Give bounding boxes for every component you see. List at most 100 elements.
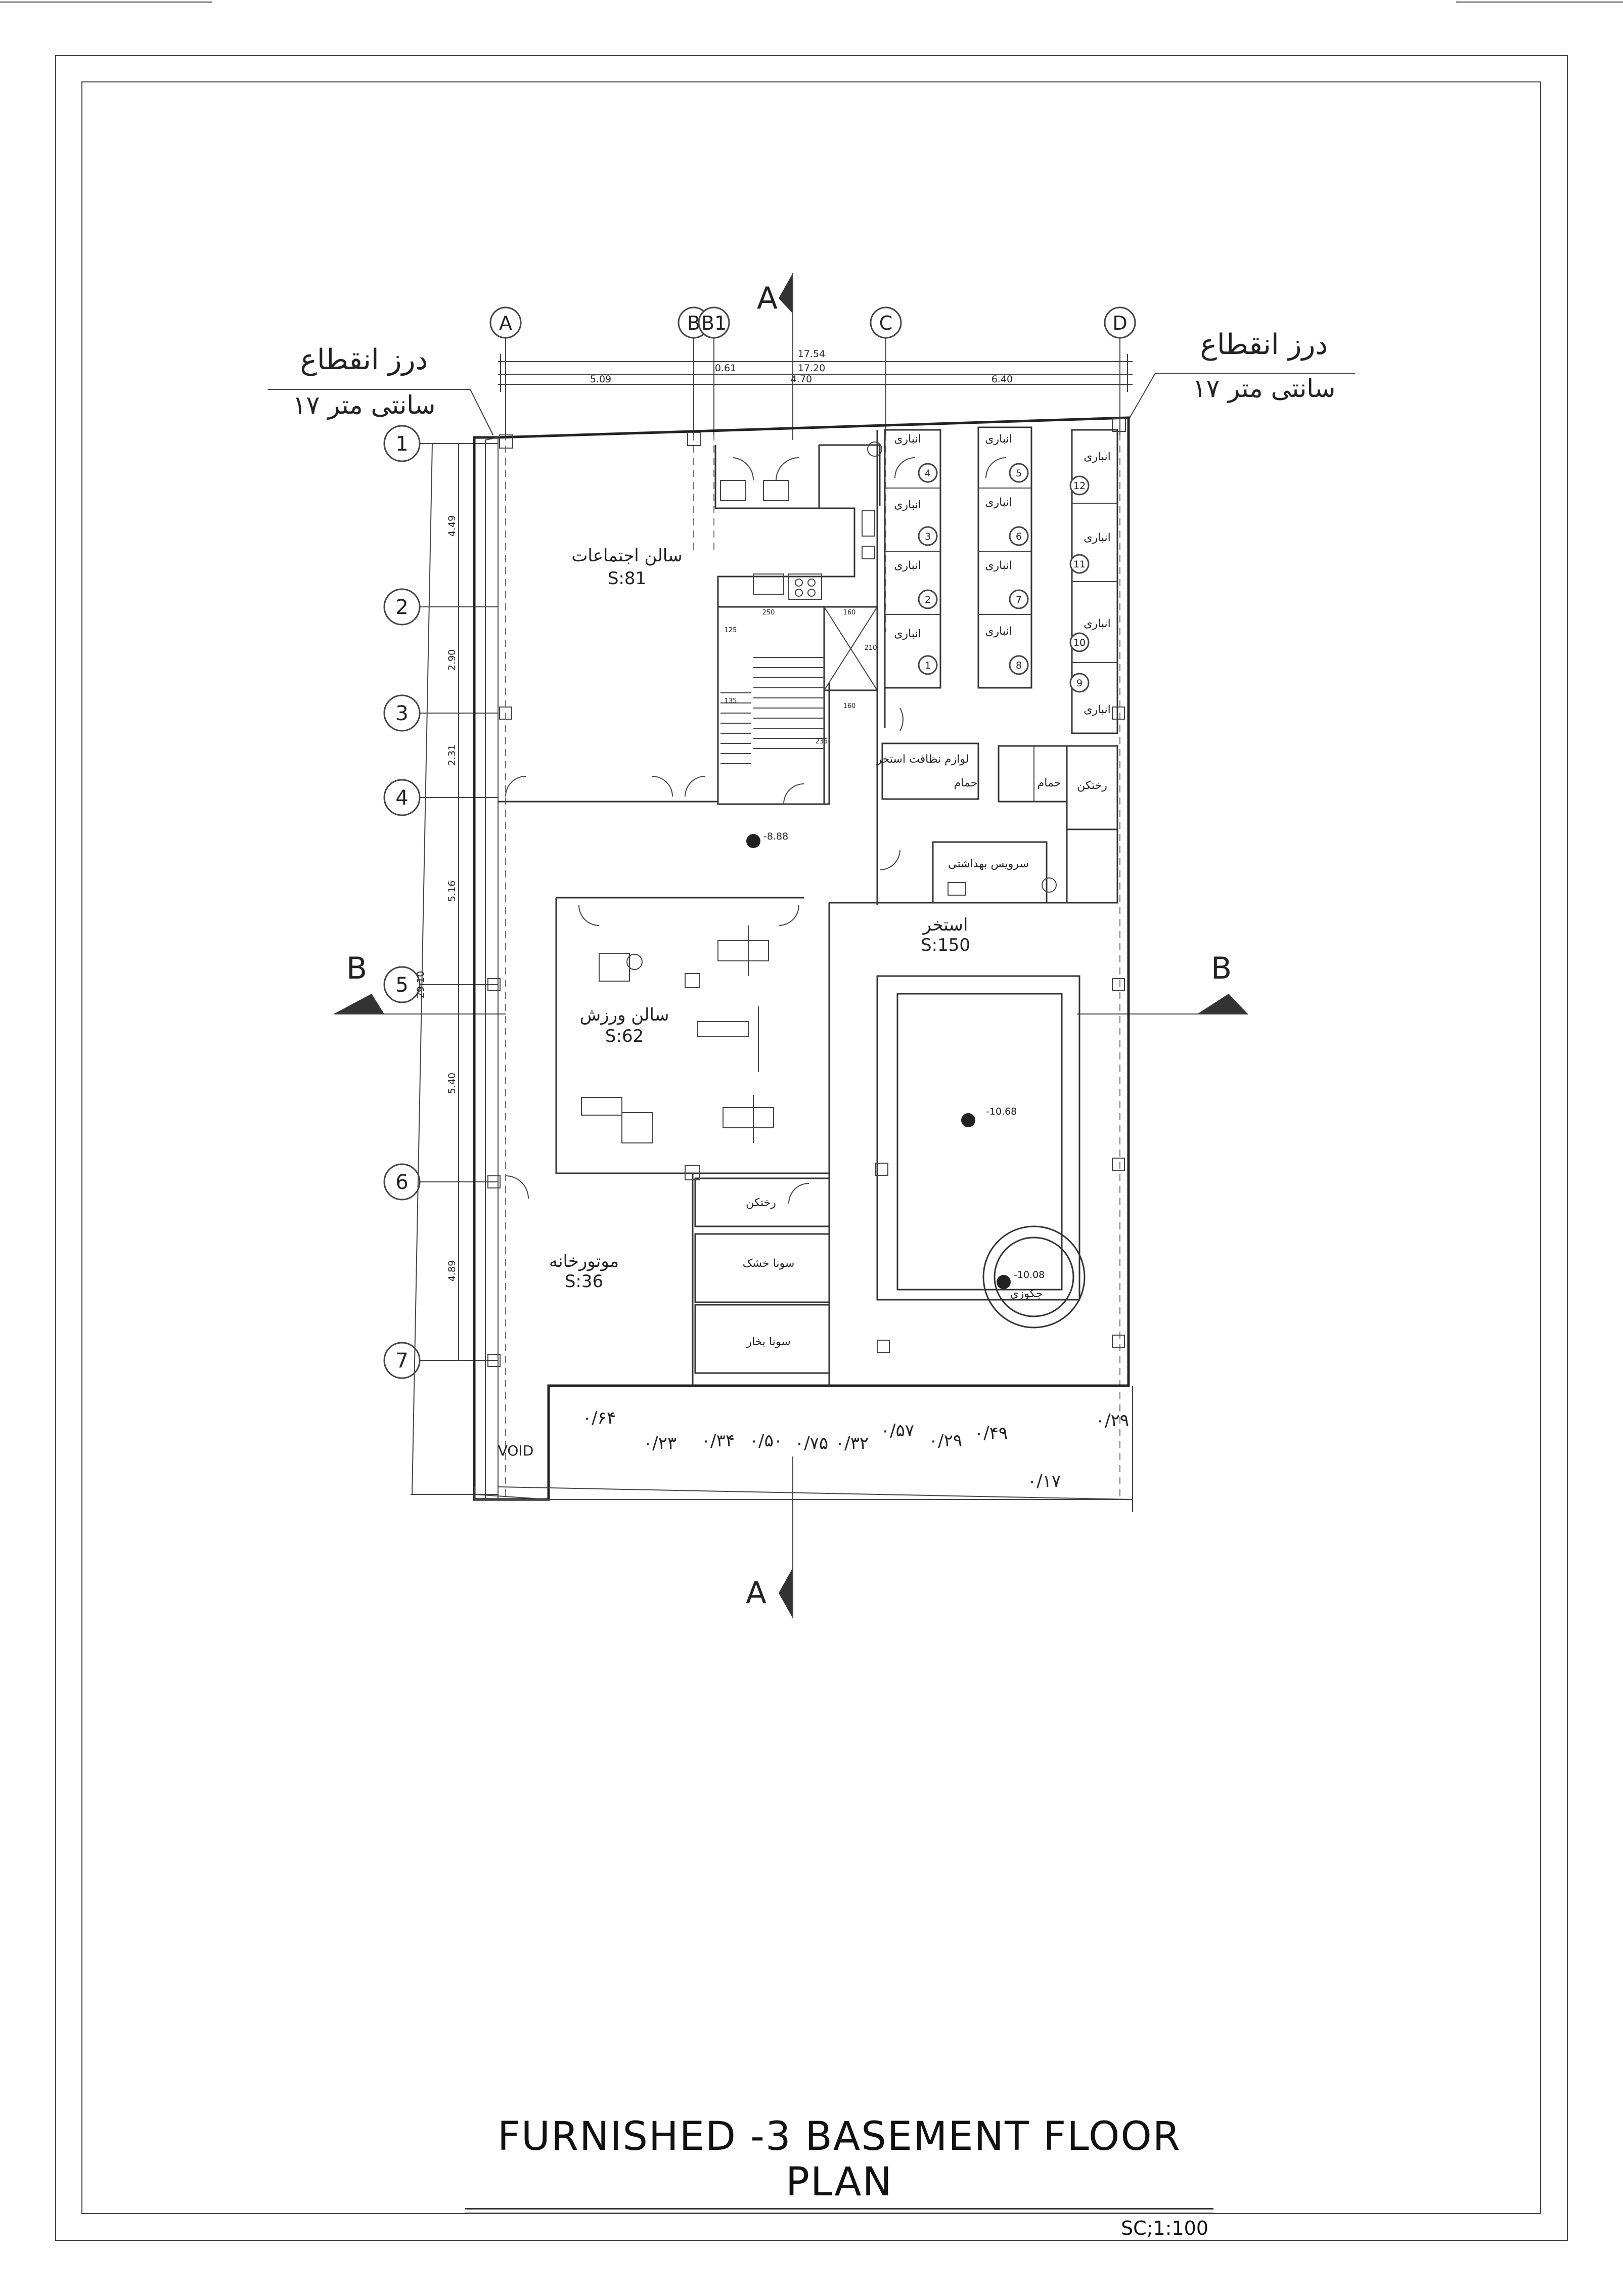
svg-text:درز انقطاع: درز انقطاع	[1200, 328, 1328, 361]
grid-label-6: 6	[395, 1171, 408, 1194]
svg-text:درز انقطاع: درز انقطاع	[300, 343, 428, 376]
svg-text:160: 160	[843, 702, 856, 710]
svg-text:2.31: 2.31	[446, 744, 458, 766]
svg-text:انباری: انباری	[1084, 703, 1110, 716]
svg-text:B: B	[1211, 951, 1232, 986]
svg-text:۰/۶۴: ۰/۶۴	[582, 1408, 616, 1428]
svg-text:4.70: 4.70	[791, 374, 812, 385]
grid-lines	[505, 336, 1120, 1499]
pool-area: S:150	[921, 935, 970, 955]
svg-text:5.09: 5.09	[590, 374, 611, 385]
swimming-pool	[875, 975, 1086, 1353]
svg-text:A: A	[746, 1575, 767, 1611]
social-hall-area: S:81	[608, 568, 646, 589]
svg-text:سونا خشک: سونا خشک	[743, 1257, 795, 1270]
svg-text:A: A	[757, 281, 778, 316]
svg-text:انباری: انباری	[985, 625, 1012, 638]
svg-text:انباری: انباری	[894, 628, 921, 640]
svg-text:11: 11	[1073, 559, 1086, 570]
svg-text:انباری: انباری	[985, 496, 1012, 509]
svg-text:۰/۲۹: ۰/۲۹	[1096, 1410, 1129, 1431]
svg-text:8: 8	[1016, 660, 1022, 671]
svg-text:-10.08: -10.08	[1014, 1269, 1045, 1281]
sheet-outer-border	[55, 55, 1568, 2241]
void-area	[474, 1486, 1133, 1500]
storage-unit-numbers: 1 2 3 4 5 6 7 8 9 10 11 12	[918, 463, 1090, 693]
svg-text:انباری: انباری	[985, 433, 1012, 446]
svg-text:۰/۴۹: ۰/۴۹	[974, 1423, 1008, 1443]
svg-text:لوازم نظافت استخر: لوازم نظافت استخر	[876, 753, 969, 766]
grid-label-a: A	[499, 312, 512, 334]
grid-bubble-b1	[698, 306, 730, 339]
svg-text:۰/۳۴: ۰/۳۴	[701, 1431, 735, 1451]
door-swings	[505, 457, 1007, 1204]
svg-text:۰/۳۲: ۰/۳۲	[835, 1433, 869, 1453]
interior-walls	[498, 426, 1118, 1386]
svg-text:۰/۵۰: ۰/۵۰	[749, 1431, 783, 1451]
engine-room-area: S:36	[565, 1271, 603, 1292]
svg-text:۱۷ سانتی متر: ۱۷ سانتی متر	[293, 390, 436, 420]
svg-text:انباری: انباری	[894, 433, 921, 446]
svg-text:سرویس بهداشتی: سرویس بهداشتی	[948, 858, 1029, 870]
drawing-scale: SC;1:100	[1121, 2217, 1208, 2239]
svg-text:۰/۲۳: ۰/۲۳	[643, 1433, 677, 1453]
svg-text:انباری: انباری	[1084, 451, 1110, 463]
svg-text:2: 2	[925, 594, 931, 605]
left-dimensions: 29.10 4.49 2.90 2.31 5.16 5.40 4.89	[411, 443, 498, 1495]
svg-text:جکوزی: جکوزی	[1010, 1288, 1043, 1300]
svg-text:29.10: 29.10	[415, 971, 426, 998]
svg-text:135: 135	[725, 697, 737, 705]
expansion-joint-left: درز انقطاع ۱۷ سانتی متر	[268, 343, 493, 435]
svg-text:انباری: انباری	[894, 499, 921, 511]
svg-text:17.20: 17.20	[798, 363, 825, 374]
grid-label-5: 5	[395, 974, 408, 997]
svg-text:انباری: انباری	[985, 559, 1012, 572]
svg-text:5.16: 5.16	[446, 880, 458, 902]
svg-text:160: 160	[843, 609, 856, 616]
svg-text:6: 6	[1016, 531, 1022, 542]
svg-text:حمام: حمام	[954, 777, 978, 789]
grid-label-2: 2	[395, 596, 408, 619]
column-grid-markers: A B B1 C D	[489, 306, 1136, 435]
grid-label-3: 3	[395, 702, 408, 725]
sheet-inner-border	[81, 81, 1541, 2214]
svg-text:حمام: حمام	[1038, 777, 1061, 789]
svg-text:2.90: 2.90	[446, 649, 458, 671]
svg-text:6.40: 6.40	[991, 374, 1013, 385]
yard-spot-levels: ۰/۶۴ ۰/۲۳ ۰/۳۴ ۰/۵۰ ۰/۷۵ ۰/۳۲ ۰/۵۷ ۰/۲۹ …	[582, 1408, 1129, 1491]
kitchen-fixtures	[753, 510, 875, 600]
section-a-bottom: A	[746, 1456, 793, 1618]
grid-label-4: 4	[395, 786, 408, 810]
svg-text:انباری: انباری	[1084, 617, 1110, 630]
svg-text:10: 10	[1073, 637, 1086, 648]
svg-text:انباری: انباری	[1084, 532, 1110, 544]
grid-bubble-a	[489, 306, 522, 339]
room-labels: سالن اجتماعات S:81 سالن ورزش S:62 استخر …	[498, 546, 1107, 1459]
grid-label-d: D	[1112, 312, 1127, 334]
title-underline	[465, 2208, 1213, 2210]
section-b-right: B	[1077, 951, 1248, 1014]
svg-text:-10.68: -10.68	[986, 1106, 1017, 1117]
svg-text:B: B	[346, 951, 367, 986]
svg-text:4.89: 4.89	[446, 1260, 458, 1282]
svg-text:۰/۷۵: ۰/۷۵	[795, 1433, 828, 1453]
grid-label-1: 1	[395, 432, 408, 456]
top-dimensions: 17.54 17.20 5.09 0.61 4.70 6.40	[498, 348, 1133, 392]
svg-text:۰/۵۷: ۰/۵۷	[881, 1421, 914, 1441]
grid-label-7: 7	[395, 1349, 408, 1373]
svg-text:۱۷ سانتی متر: ۱۷ سانتی متر	[1193, 374, 1336, 403]
svg-text:12: 12	[1073, 480, 1086, 492]
svg-text:رختکن: رختکن	[746, 1197, 776, 1209]
svg-text:125: 125	[725, 627, 737, 634]
svg-text:3: 3	[925, 531, 931, 542]
building-walls	[473, 416, 1133, 1512]
svg-text:17.54: 17.54	[798, 348, 825, 360]
svg-text:5: 5	[1016, 468, 1022, 479]
expansion-joint-right: درز انقطاع ۱۷ سانتی متر	[1128, 328, 1355, 420]
svg-text:210: 210	[865, 644, 877, 652]
drawing-title: FURNISHED -3 BASEMENT FLOOR PLAN	[498, 2114, 1181, 2205]
grid-label-b1: B1	[701, 312, 727, 334]
row-grid-markers: 1 2 3 4 5 6 7	[383, 425, 498, 1379]
pool-name: استخر	[922, 915, 968, 935]
